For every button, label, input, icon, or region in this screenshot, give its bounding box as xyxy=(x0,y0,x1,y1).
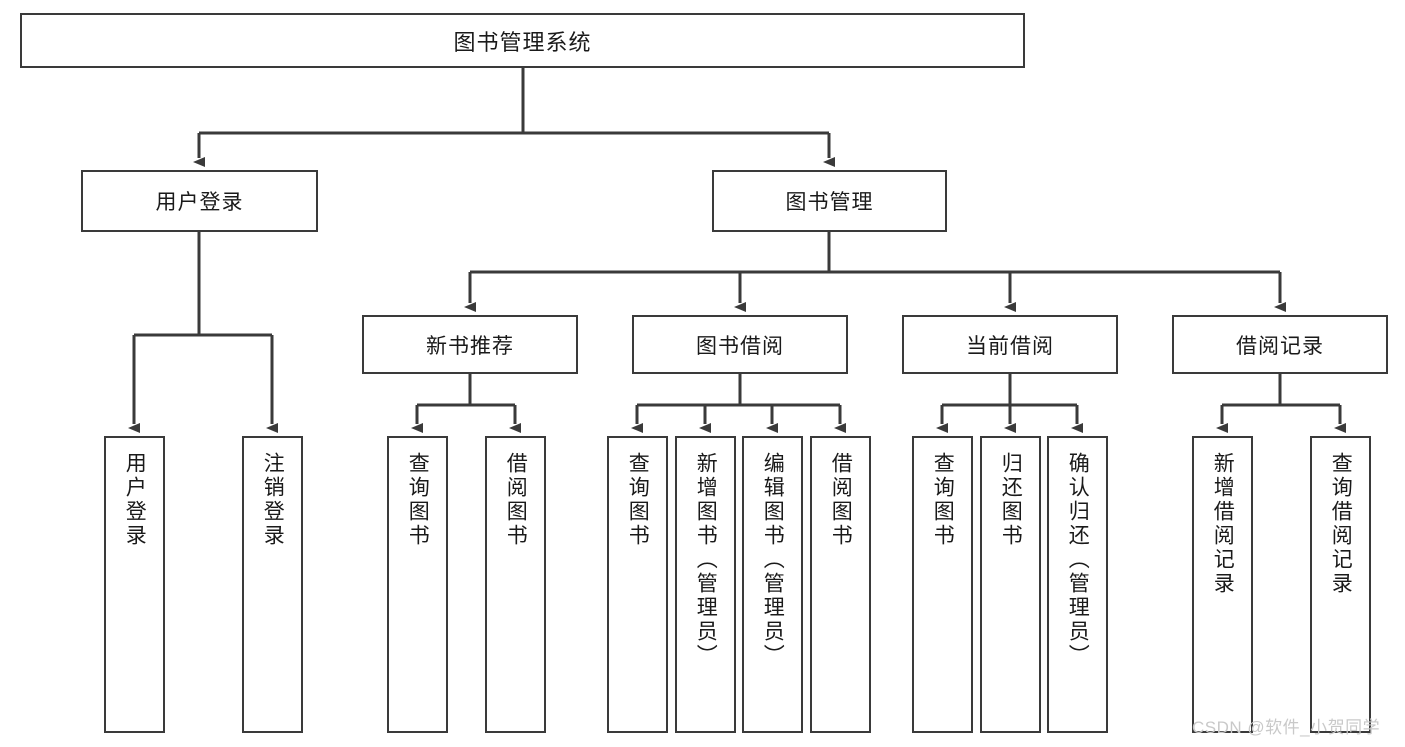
node-user-login[interactable]: 用户登录 xyxy=(81,170,318,232)
leaf-record-query-record[interactable]: 查询借阅记录 xyxy=(1310,436,1371,733)
node-label: 借阅图书 xyxy=(504,452,528,548)
node-label: 图书借阅 xyxy=(696,334,784,358)
watermark-csdn: CSDN @软件_小贺同学 xyxy=(1192,713,1380,738)
leaf-borrow-query-book[interactable]: 查询图书 xyxy=(607,436,668,733)
node-root-system[interactable]: 图书管理系统 xyxy=(20,13,1025,68)
leaf-current-return-book[interactable]: 归还图书 xyxy=(980,436,1041,733)
leaf-borrow-edit-book[interactable]: 编辑图书（管理员） xyxy=(742,436,803,733)
node-label: 查询图书 xyxy=(626,452,650,548)
node-label: 新增图书（管理员） xyxy=(694,452,718,668)
leaf-borrow-add-book[interactable]: 新增图书（管理员） xyxy=(675,436,736,733)
node-label: 借阅记录 xyxy=(1236,334,1324,358)
node-label: 用户登录 xyxy=(155,191,244,214)
leaf-user-logout[interactable]: 注销登录 xyxy=(242,436,303,733)
node-new-book-recommend[interactable]: 新书推荐 xyxy=(362,315,578,374)
node-label: 查询借阅记录 xyxy=(1329,452,1353,596)
node-label: 注销登录 xyxy=(261,452,285,548)
node-current-borrow[interactable]: 当前借阅 xyxy=(902,315,1118,374)
leaf-borrow-borrow-book[interactable]: 借阅图书 xyxy=(810,436,871,733)
leaf-user-login[interactable]: 用户登录 xyxy=(104,436,165,733)
leaf-recommend-borrow-book[interactable]: 借阅图书 xyxy=(485,436,546,733)
node-label: 查询图书 xyxy=(406,452,430,548)
leaf-current-query-book[interactable]: 查询图书 xyxy=(912,436,973,733)
node-label: 查询图书 xyxy=(931,452,955,548)
node-label: 图书管理系统 xyxy=(453,29,592,55)
node-book-borrow[interactable]: 图书借阅 xyxy=(632,315,848,374)
node-label: 新增借阅记录 xyxy=(1211,452,1235,596)
leaf-record-add-record[interactable]: 新增借阅记录 xyxy=(1192,436,1253,733)
node-label: 归还图书 xyxy=(999,452,1023,548)
node-label: 借阅图书 xyxy=(829,452,853,548)
node-book-management[interactable]: 图书管理 xyxy=(712,170,947,232)
node-label: 用户登录 xyxy=(123,452,147,548)
node-label: 新书推荐 xyxy=(426,334,514,358)
node-borrow-record[interactable]: 借阅记录 xyxy=(1172,315,1388,374)
node-label: 图书管理 xyxy=(785,191,874,214)
watermark-text: CSDN @软件_小贺同学 xyxy=(1192,718,1381,737)
node-label: 确认归还（管理员） xyxy=(1066,452,1090,668)
node-label: 编辑图书（管理员） xyxy=(761,452,785,668)
node-label: 当前借阅 xyxy=(966,334,1054,358)
leaf-recommend-query-book[interactable]: 查询图书 xyxy=(387,436,448,733)
leaf-current-confirm-return[interactable]: 确认归还（管理员） xyxy=(1047,436,1108,733)
